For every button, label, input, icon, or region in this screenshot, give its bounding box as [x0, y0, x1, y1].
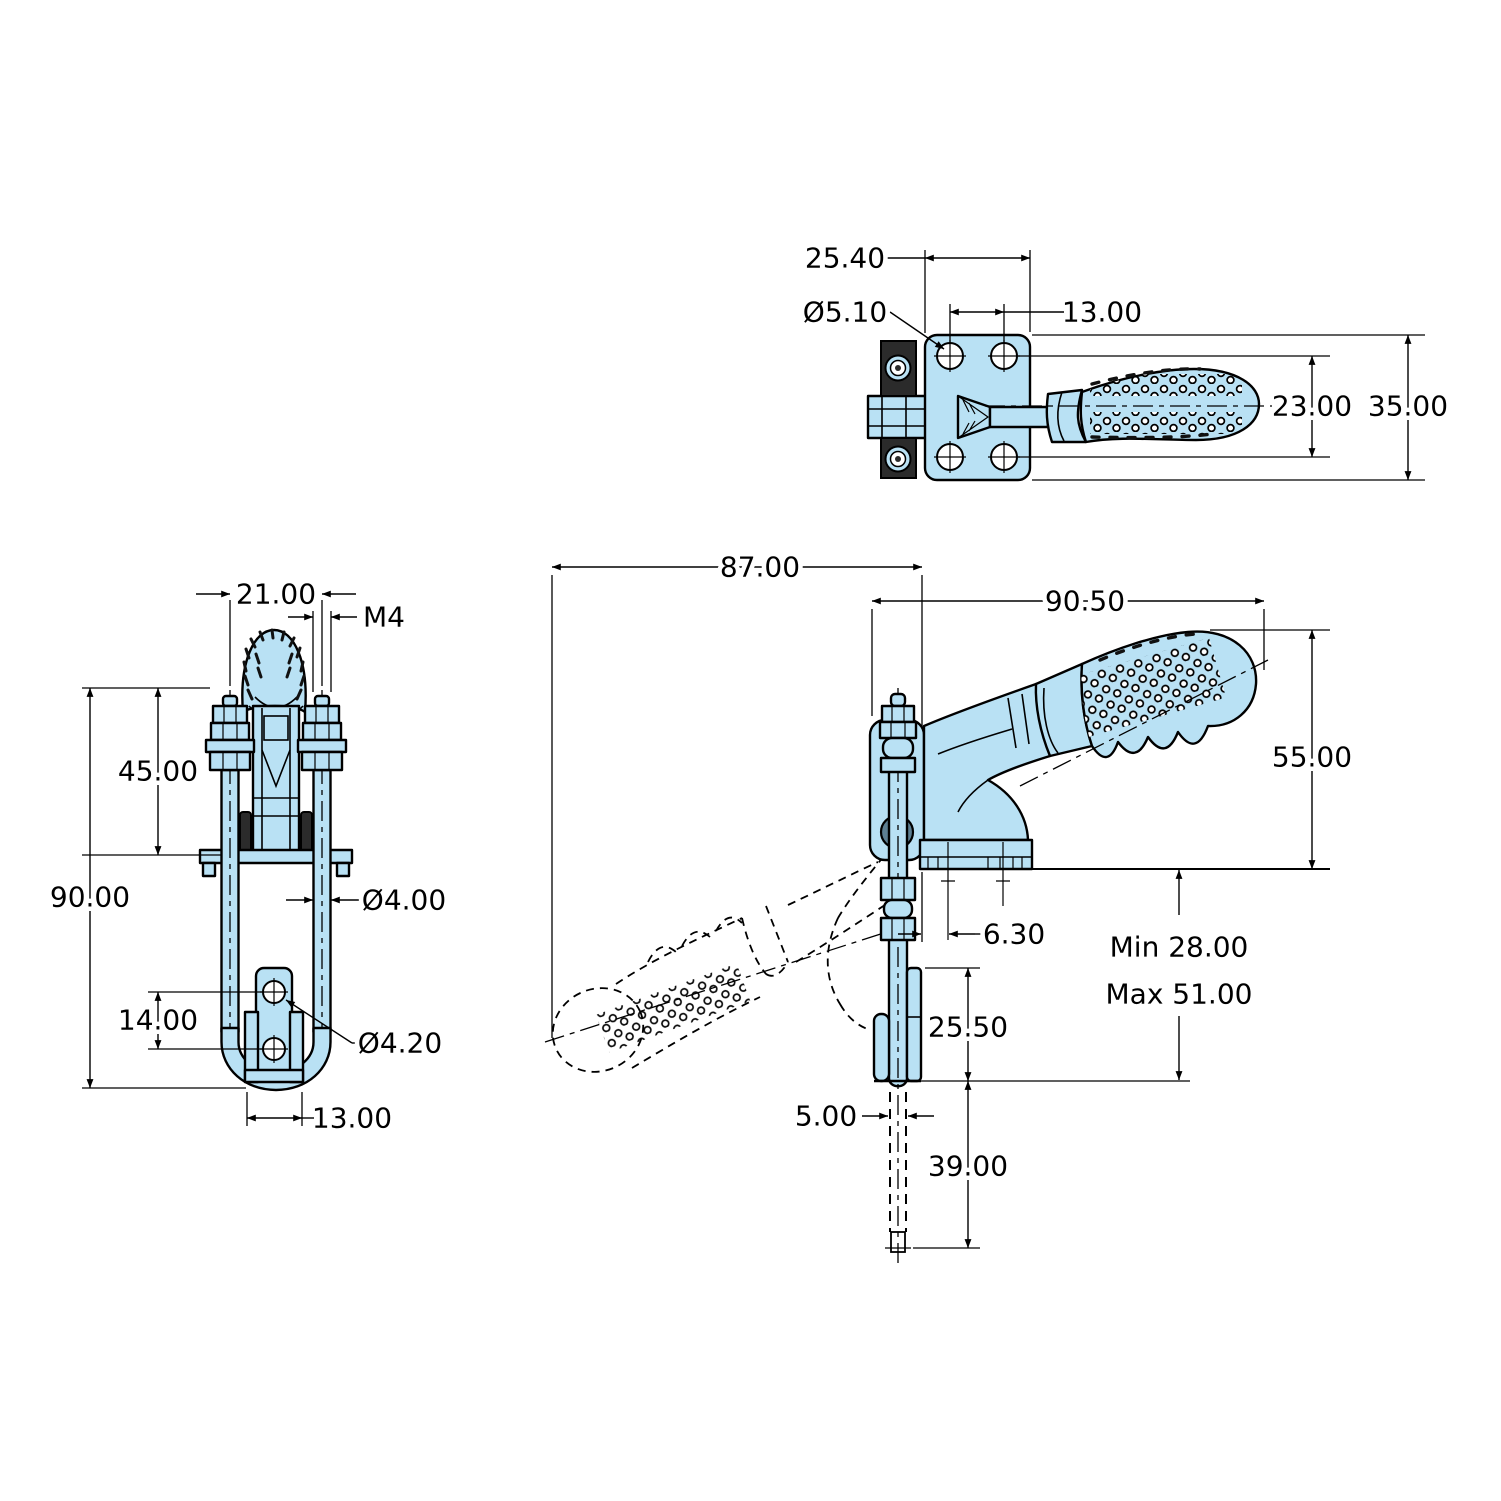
side-view: 87.00 90.50 55.00 6.30 Min 28.00 Max 51.… — [544, 546, 1357, 1266]
front-nut-stack-left — [204, 694, 256, 772]
dim-front-upper-height: 45.00 — [118, 755, 198, 788]
side-handle-open-position — [544, 855, 894, 1073]
side-view-dimensions: 87.00 90.50 55.00 6.30 Min 28.00 Max 51.… — [551, 546, 1357, 1249]
dim-front-hole-dia: Ø4.20 — [358, 1027, 442, 1060]
top-plate-holes — [934, 340, 1020, 473]
dim-top-plate-width: 25.40 — [805, 242, 885, 275]
dim-side-rod-dia: 5.00 — [795, 1100, 857, 1133]
front-nut-stack-right — [296, 694, 348, 772]
side-hook-bracket — [905, 966, 923, 1083]
top-view: 25.40 Ø5.10 13.00 23.00 35.00 — [798, 237, 1453, 482]
dim-front-rod-dia: Ø4.00 — [362, 884, 446, 917]
side-base-flange — [918, 838, 1034, 871]
side-u-bolt-profile — [872, 1012, 891, 1083]
dim-front-hole-pitch: 14.00 — [118, 1004, 198, 1037]
dim-side-hook-height: 25.50 — [928, 1011, 1008, 1044]
dim-side-hole-offset: 6.30 — [983, 918, 1045, 951]
dim-side-reach: 87.00 — [720, 551, 800, 584]
dim-side-range-min: Min 28.00 — [1110, 931, 1249, 964]
top-handle-shaft — [988, 405, 1050, 429]
side-nut-stack-top — [878, 692, 918, 774]
front-view-dimensions: 21.00 M4 45.00 90.00 Ø4.00 14.00 Ø4.20 1… — [45, 573, 450, 1139]
dim-side-thread-length: 39.00 — [928, 1150, 1008, 1183]
dim-front-thread: M4 — [363, 601, 405, 634]
dim-top-hole-pitch-x: 13.00 — [1062, 296, 1142, 329]
dim-front-overall-height: 90.00 — [50, 881, 130, 914]
top-view-dimensions: 25.40 Ø5.10 13.00 23.00 35.00 — [798, 237, 1453, 481]
side-nut-stack-lower — [879, 876, 917, 942]
dim-top-plate-depth: 35.00 — [1368, 390, 1448, 423]
side-clamp-body — [922, 682, 1052, 842]
dim-top-hole-pitch-y: 23.00 — [1272, 390, 1352, 423]
side-handle-axis — [1019, 659, 1269, 787]
dim-top-hole-dia: Ø5.10 — [803, 296, 887, 329]
front-clamp-body — [251, 704, 301, 856]
dim-side-height: 55.00 — [1272, 741, 1352, 774]
front-view: 21.00 M4 45.00 90.00 Ø4.00 14.00 Ø4.20 1… — [45, 573, 450, 1139]
dim-side-range-max: Max 51.00 — [1106, 978, 1253, 1011]
dim-front-bracket-width: 13.00 — [312, 1102, 392, 1135]
dim-front-width: 21.00 — [236, 578, 316, 611]
dim-side-handle-length: 90.50 — [1045, 585, 1125, 618]
